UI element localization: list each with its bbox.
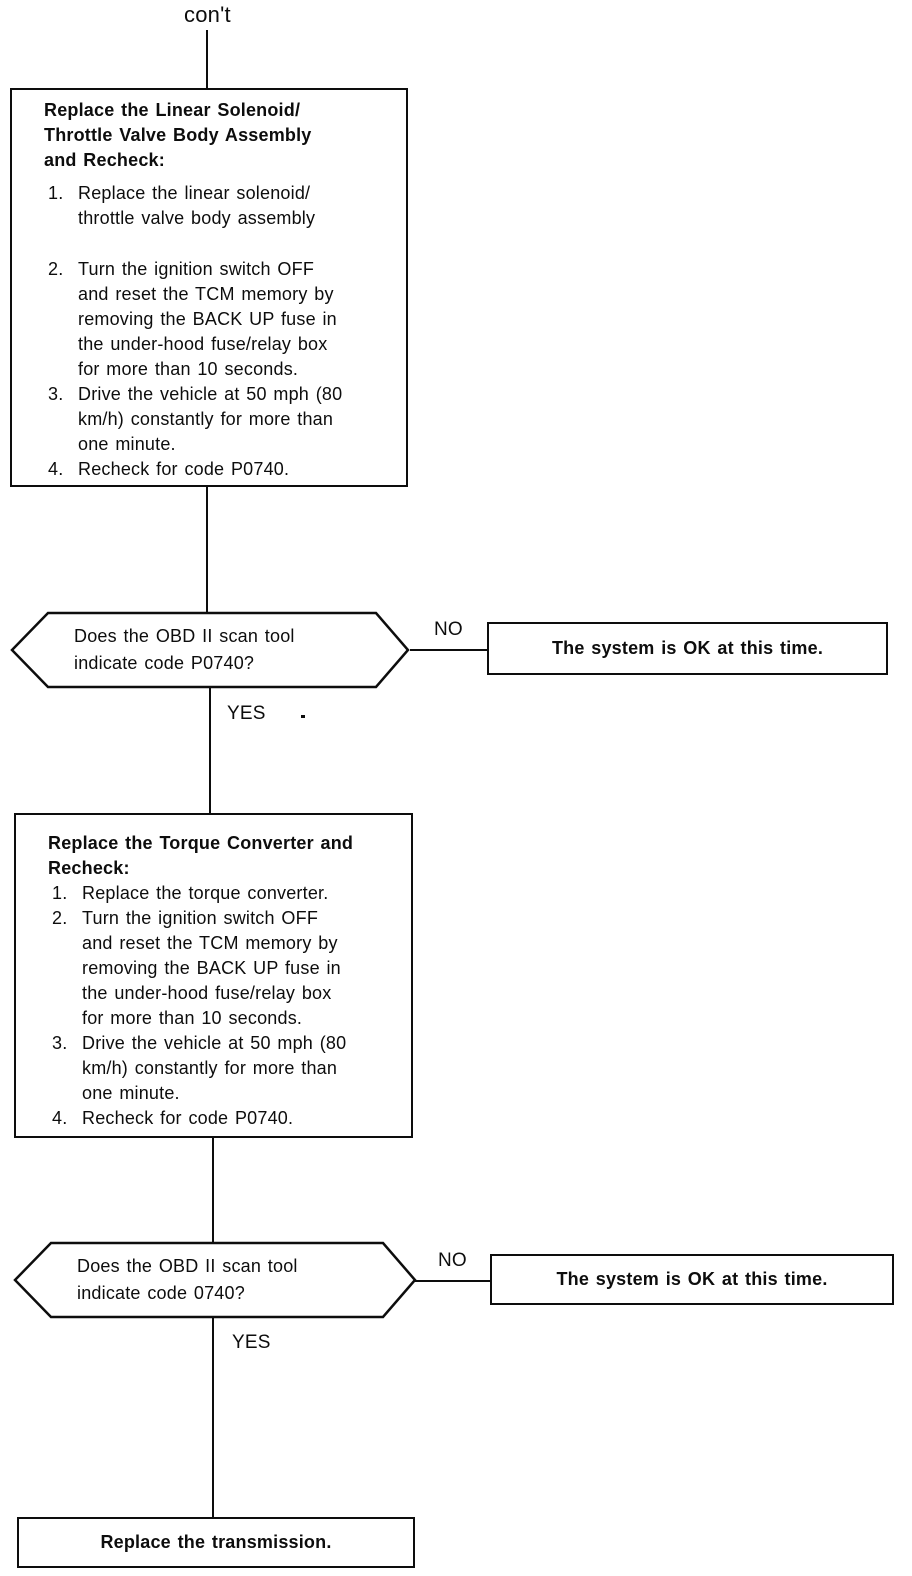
terminal-text: Replace the transmission.: [100, 1532, 332, 1552]
process-box-2: Replace the Torque Converter and Recheck…: [14, 813, 413, 1138]
decision-1-question-wrap: Does the OBD II scan tool indicate code …: [74, 611, 384, 689]
step-number: 2.: [48, 259, 64, 279]
step-text: Turn the ignition switch OFF and reset t…: [82, 908, 341, 1028]
step-text: Turn the ignition switch OFF and reset t…: [78, 259, 337, 379]
step-number: 1.: [48, 183, 64, 203]
step-text: Recheck for code P0740.: [82, 1108, 294, 1128]
connector-process1-to-decision1: [206, 487, 208, 613]
step-number: 3.: [52, 1033, 68, 1053]
result-box-1: The system is OK at this time.: [487, 622, 888, 675]
step-number: 2.: [52, 908, 68, 928]
step-number: 1.: [52, 883, 68, 903]
step-text: Drive the vehicle at 50 mph (80 km/h) co…: [82, 1033, 347, 1103]
process-1-step-4: 4. Recheck for code P0740.: [12, 457, 406, 482]
step-number: 4.: [48, 459, 64, 479]
process-2-step-1: 1. Replace the torque converter.: [16, 881, 411, 906]
no-label-2: NO: [438, 1250, 467, 1271]
yes-label-2: YES: [232, 1332, 271, 1353]
decision-hexagon-1: [10, 611, 410, 689]
scan-speck: [301, 715, 305, 718]
step-text: Replace the torque converter.: [82, 883, 329, 903]
process-1-step-3: 3. Drive the vehicle at 50 mph (80 km/h)…: [12, 382, 406, 457]
step-number: 4.: [52, 1108, 68, 1128]
process-2-title: Replace the Torque Converter and Recheck…: [48, 833, 354, 878]
process-1-step-1: 1. Replace the linear solenoid/ throttle…: [12, 181, 406, 231]
decision-1-question: Does the OBD II scan tool indicate code …: [74, 626, 295, 673]
step-number: 3.: [48, 384, 64, 404]
connector-process2-to-decision2: [212, 1138, 214, 1243]
process-box-1: Replace the Linear Solenoid/ Throttle Va…: [10, 88, 408, 487]
step-text: Recheck for code P0740.: [78, 459, 290, 479]
result-2-text: The system is OK at this time.: [556, 1269, 828, 1289]
no-label-1: NO: [434, 619, 463, 640]
result-box-2: The system is OK at this time.: [490, 1254, 894, 1305]
process-2-step-2: 2. Turn the ignition switch OFF and rese…: [16, 906, 411, 1031]
step-text: Replace the linear solenoid/ throttle va…: [78, 183, 316, 228]
connector-decision1-yes: [209, 688, 211, 813]
connector-decision2-yes: [212, 1318, 214, 1517]
connector-cont-to-process1: [206, 30, 208, 88]
terminal-box: Replace the transmission.: [17, 1517, 415, 1568]
decision-2-question: Does the OBD II scan tool indicate code …: [77, 1256, 298, 1303]
process-1-step-2: 2. Turn the ignition switch OFF and rese…: [12, 257, 406, 382]
process-2-step-4: 4. Recheck for code P0740.: [16, 1106, 411, 1131]
process-1-title: Replace the Linear Solenoid/ Throttle Va…: [44, 100, 312, 170]
result-1-text: The system is OK at this time.: [551, 638, 824, 658]
process-2-step-3: 3. Drive the vehicle at 50 mph (80 km/h)…: [16, 1031, 411, 1106]
decision-hexagon-1-shape: [10, 611, 410, 689]
decision-2-question-wrap: Does the OBD II scan tool indicate code …: [77, 1241, 387, 1319]
step-text: Drive the vehicle at 50 mph (80 km/h) co…: [78, 384, 343, 454]
connector-decision2-no: [415, 1280, 490, 1282]
yes-label-1: YES: [227, 703, 266, 724]
continuation-label: con't: [184, 2, 231, 27]
connector-decision1-no: [410, 649, 487, 651]
